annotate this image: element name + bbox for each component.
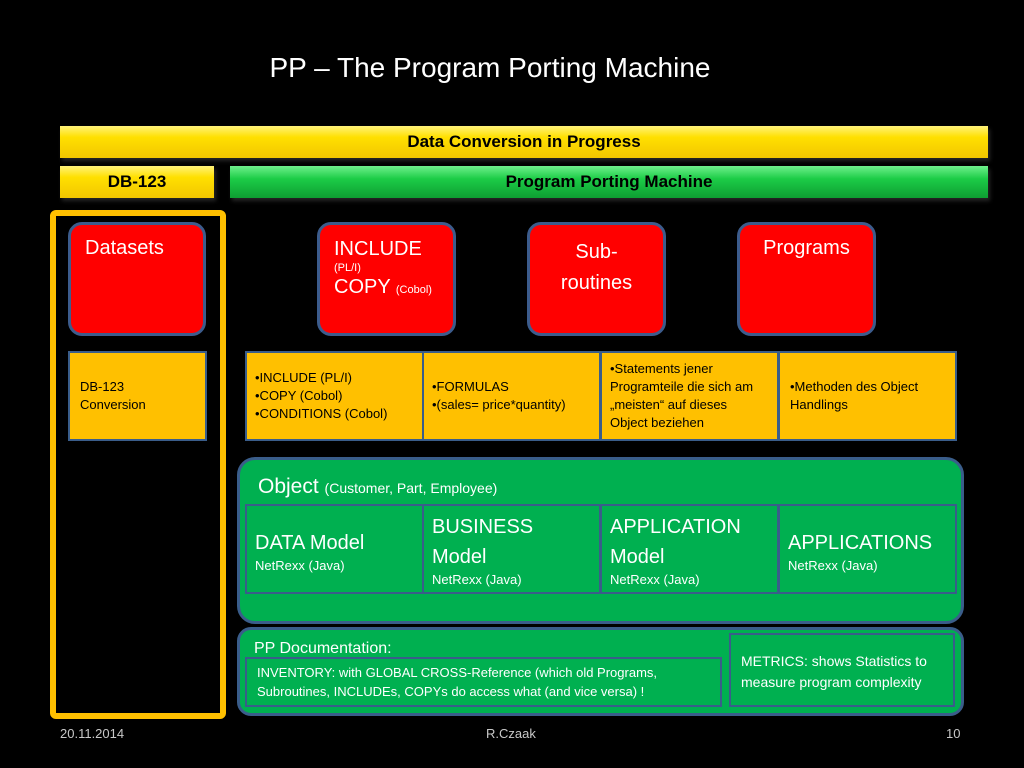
cell-line: Conversion xyxy=(80,397,146,412)
cell-sub: NetRexx (Java) xyxy=(255,558,345,573)
cell-line: „meisten“ auf dieses xyxy=(610,397,728,412)
copy-sub-label: (Cobol) xyxy=(395,284,432,296)
include-sub-label: (PL/I) xyxy=(334,262,361,274)
subroutines-label: Sub-routines xyxy=(560,241,633,294)
object-panel-heading: Object (Customer, Part, Employee) xyxy=(258,475,497,499)
inventory-cell: INVENTORY: with GLOBAL CROSS-Reference (… xyxy=(245,657,722,707)
statements-cell: •Statements jener Programteile die sich … xyxy=(600,351,779,441)
cell-line: •COPY (Cobol) xyxy=(255,388,343,403)
programs-label: Programs xyxy=(763,237,850,259)
cell-line: Handlings xyxy=(790,397,848,412)
metrics-cell: METRICS: shows Statistics to measure pro… xyxy=(729,633,955,707)
datasets-box: Datasets xyxy=(68,222,206,336)
object-label: Object xyxy=(258,475,319,498)
business-model-cell: BUSINESS Model NetRexx (Java) xyxy=(422,504,601,594)
cell-main: BUSINESS Model xyxy=(432,516,534,568)
programs-box: Programs xyxy=(737,222,876,336)
footer-page-number: 10 xyxy=(946,726,961,741)
footer-date: 20.11.2014 xyxy=(60,726,125,741)
cell-line: Object beziehen xyxy=(610,415,704,430)
cell-line: •Methoden des Object xyxy=(790,379,919,394)
program-porting-machine-bar: Program Porting Machine xyxy=(230,166,988,198)
cell-sub: NetRexx (Java) xyxy=(610,572,700,587)
cell-line: •(sales= price*quantity) xyxy=(432,397,566,412)
db-123-bar: DB-123 xyxy=(60,166,214,198)
page-title: PP – The Program Porting Machine xyxy=(269,52,711,83)
cell-main: DATA Model xyxy=(255,532,365,554)
db-123-column-outline xyxy=(50,210,226,719)
object-sub-label: (Customer, Part, Employee) xyxy=(324,480,498,496)
application-model-cell: APPLICATION Model NetRexx (Java) xyxy=(600,504,779,594)
datasets-label: Datasets xyxy=(85,237,164,259)
cell-sub: NetRexx (Java) xyxy=(432,572,522,587)
include-copy-conditions-cell: •INCLUDE (PL/I) •COPY (Cobol) •CONDITION… xyxy=(245,351,424,441)
include-copy-box: INCLUDE (PL/I) COPY (Cobol) xyxy=(317,222,456,336)
cell-line: DB-123 xyxy=(80,379,125,394)
subroutines-box: Sub-routines xyxy=(527,222,666,336)
copy-label: COPY xyxy=(334,276,391,298)
documentation-label: PP Documentation: xyxy=(254,640,392,657)
cell-main: APPLICATION Model xyxy=(610,516,741,568)
cell-main: APPLICATIONS xyxy=(788,532,933,554)
cell-line: •INCLUDE (PL/I) xyxy=(255,370,353,385)
applications-cell: APPLICATIONS NetRexx (Java) xyxy=(778,504,957,594)
methods-cell: •Methoden des Object Handlings xyxy=(778,351,957,441)
formulas-cell: •FORMULAS •(sales= price*quantity) xyxy=(422,351,601,441)
cell-line: Programteile die sich am xyxy=(610,379,754,394)
cell-line: •CONDITIONS (Cobol) xyxy=(255,406,388,421)
cell-sub: NetRexx (Java) xyxy=(788,558,878,573)
cell-line: •FORMULAS xyxy=(432,379,509,394)
data-conversion-bar: Data Conversion in Progress xyxy=(60,126,988,158)
include-label: INCLUDE xyxy=(334,238,422,260)
cell-line: •Statements jener xyxy=(610,361,713,376)
data-model-cell: DATA Model NetRexx (Java) xyxy=(245,504,424,594)
footer-author: R.Czaak xyxy=(486,726,536,741)
db-123-conversion-cell: DB-123 Conversion xyxy=(68,351,207,441)
